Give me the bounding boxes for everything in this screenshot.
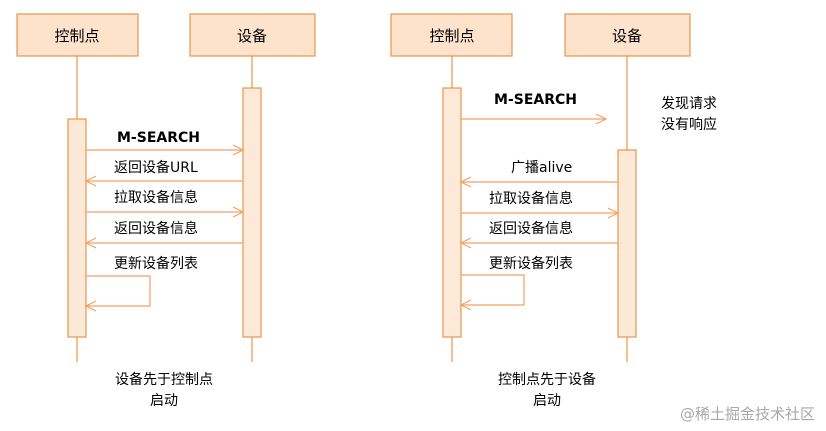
right-msg-arrowhead-update-list — [459, 299, 472, 311]
left-msg-arrowhead-pull-info — [232, 206, 245, 218]
right-msg-label-return-info: 返回设备信息 — [489, 220, 573, 237]
left-device-activation — [242, 87, 262, 338]
right-note-line-1: 发现请求 — [661, 96, 717, 112]
right-msg-arrowhead-pull-info — [607, 207, 620, 219]
watermark: @稀土掘金技术社区 — [680, 405, 815, 423]
left-msg-label-msearch: M-SEARCH — [117, 130, 200, 146]
left-msg-arrowhead-return-info — [84, 237, 97, 249]
left-msg-label-return-url-text: 返回设备URL — [114, 159, 198, 176]
left-msg-label-return-info: 返回设备信息 — [114, 220, 198, 237]
left-sequence-diagram: 控制点 设备 M-SEARCH 返回设备URL 拉取设备信息 返回设备信息 更新… — [16, 13, 316, 409]
right-caption-line-2: 启动 — [533, 393, 561, 409]
left-msg-arrowhead-return-url — [84, 175, 97, 187]
right-msg-arrowhead-broadcast-alive — [459, 176, 472, 188]
right-msg-label-update-list: 更新设备列表 — [489, 255, 573, 272]
right-caption-line-1: 控制点先于设备 — [498, 371, 596, 388]
left-msg-arrow-update-list — [86, 275, 151, 307]
left-caption-line-1: 设备先于控制点 — [115, 371, 213, 388]
right-msg-label-pull-info: 拉取设备信息 — [489, 190, 573, 207]
right-control-point-activation — [442, 87, 462, 338]
right-actor-box-control-point — [390, 13, 513, 57]
left-msg-arrowhead-update-list — [84, 300, 97, 312]
right-msg-label-msearch: M-SEARCH — [494, 92, 577, 108]
right-msg-label-broadcast-alive: 广播alive — [511, 160, 572, 176]
left-msg-label-return-url: 返回设备URL — [114, 159, 198, 176]
right-actor-label-device: 设备 — [612, 27, 642, 45]
right-sequence-diagram: 控制点 设备 M-SEARCH 发现请求 没有响应 广播alive 拉取设备信息… — [390, 13, 717, 409]
right-note-line-2: 没有响应 — [661, 116, 717, 133]
left-msg-arrowhead-msearch — [232, 144, 245, 156]
left-msg-label-pull-info: 拉取设备信息 — [114, 189, 198, 206]
left-control-point-activation — [67, 118, 87, 338]
left-caption-line-2: 启动 — [150, 393, 178, 409]
left-actor-label-device: 设备 — [237, 27, 267, 45]
left-msg-label-update-list: 更新设备列表 — [114, 255, 198, 272]
right-msg-arrowhead-return-info — [459, 237, 472, 249]
left-actor-box-device — [189, 13, 316, 57]
right-actor-label-control-point: 控制点 — [429, 27, 474, 45]
right-device-activation — [617, 149, 637, 338]
left-actor-label-control-point: 控制点 — [54, 27, 99, 45]
right-msg-arrowhead-msearch — [595, 113, 608, 125]
right-msg-arrow-update-list — [461, 274, 525, 306]
right-actor-box-device — [564, 13, 691, 57]
left-actor-box-control-point — [16, 13, 139, 57]
